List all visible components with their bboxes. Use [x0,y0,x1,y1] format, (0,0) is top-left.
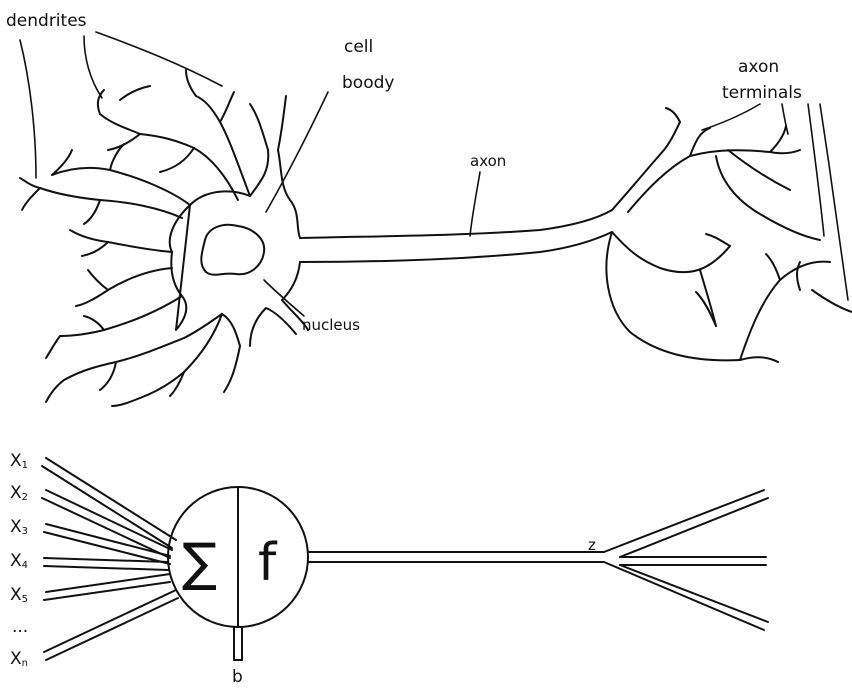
axon-terminal-branches [606,108,852,362]
input-line-1 [42,458,176,548]
output-branch-top [604,490,768,557]
output-branch-middle [620,557,766,565]
artificial-neuron: ∑ f b z X1 X2 X3 X4 X5 ... Xn [10,451,768,687]
input-label-4: X4 [10,551,28,571]
input-labels: X1 X2 X3 X4 X5 ... Xn [10,451,28,669]
cell-body-label-line2: boody [342,73,394,93]
output-branch-bottom [604,562,768,630]
input-label-1: X1 [10,451,28,471]
dendrites-label: dendrites [6,11,87,31]
input-lines [42,458,178,660]
activation-symbol: f [258,533,278,593]
input-label-ellipsis: ... [12,617,28,637]
cell-body-label-line1: cell [344,37,373,57]
output-label: z [588,536,596,554]
axon-terminals-label-line2: terminals [722,83,802,103]
nucleus-label: nucleus [302,316,360,334]
dendrite-branches [20,70,286,406]
cell-body-outline [170,150,308,346]
input-line-5 [44,574,170,600]
axon [300,210,612,238]
bias-line [234,627,242,660]
input-line-n [44,590,178,660]
axon-terminals-label-line1: axon [738,57,779,77]
input-label-n: Xn [10,649,28,669]
biological-neuron: dendrites cell boody axon nucleus axon t… [6,11,852,406]
bias-label: b [232,667,243,687]
nucleus-outline [201,225,264,275]
sum-symbol: ∑ [182,533,217,593]
axon-label: axon [470,152,506,170]
input-label-2: X2 [10,483,28,503]
output-line [308,552,604,562]
input-label-3: X3 [10,517,28,537]
input-label-5: X5 [10,585,28,605]
